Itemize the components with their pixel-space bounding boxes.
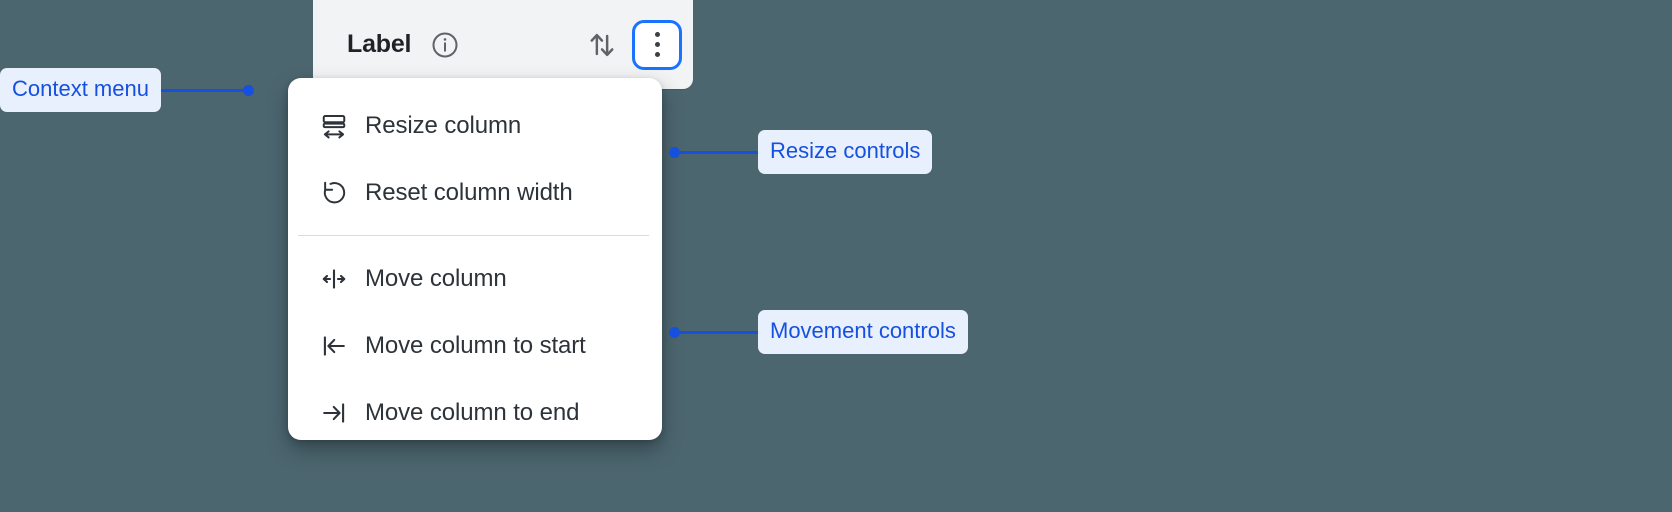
more-vertical-icon-dot: [654, 42, 660, 47]
column-header-card: Label: [313, 0, 693, 89]
move-to-end-icon: [319, 398, 349, 428]
menu-item-label: Move column: [365, 264, 507, 292]
annotation-label: Resize controls: [758, 130, 933, 174]
annotation-context-menu: Context menu: [0, 68, 254, 112]
move-to-start-icon: [319, 331, 349, 361]
more-vertical-icon-dot: [654, 32, 660, 37]
menu-item-label: Reset column width: [365, 178, 573, 206]
info-circle-icon[interactable]: [430, 30, 460, 60]
reset-width-icon: [319, 178, 349, 208]
move-column-icon: [319, 264, 349, 294]
menu-item-label: Move column to end: [365, 398, 580, 426]
annotation-anchor-dot: [242, 84, 254, 96]
menu-item-move-column-to-start[interactable]: Move column to start: [288, 312, 662, 379]
more-vertical-icon-dot: [654, 52, 660, 57]
annotation-label: Context menu: [0, 68, 161, 112]
annotation-leader-line: [680, 330, 758, 334]
annotation-anchor-dot: [669, 326, 680, 338]
menu-item-label: Resize column: [365, 111, 522, 139]
menu-divider: [298, 235, 649, 236]
column-context-menu: Resize column Reset column width Move co…: [288, 78, 662, 440]
column-menu-button[interactable]: [632, 19, 682, 70]
annotation-movement-controls: Movement controls: [669, 310, 968, 354]
resize-column-icon: [319, 111, 349, 141]
sort-up-down-icon[interactable]: [584, 27, 620, 63]
menu-item-resize-column[interactable]: Resize column: [288, 92, 662, 159]
menu-item-move-column[interactable]: Move column: [288, 245, 662, 312]
annotation-leader-line: [680, 150, 758, 154]
annotation-anchor-dot: [669, 146, 680, 158]
annotation-leader-line: [160, 88, 243, 92]
menu-item-label: Move column to start: [365, 331, 586, 359]
menu-item-reset-column-width[interactable]: Reset column width: [288, 159, 662, 226]
menu-item-move-column-to-end[interactable]: Move column to end: [288, 379, 662, 446]
column-header-title: Label: [347, 30, 412, 58]
annotation-label: Movement controls: [758, 310, 968, 354]
annotation-resize-controls: Resize controls: [669, 130, 933, 174]
